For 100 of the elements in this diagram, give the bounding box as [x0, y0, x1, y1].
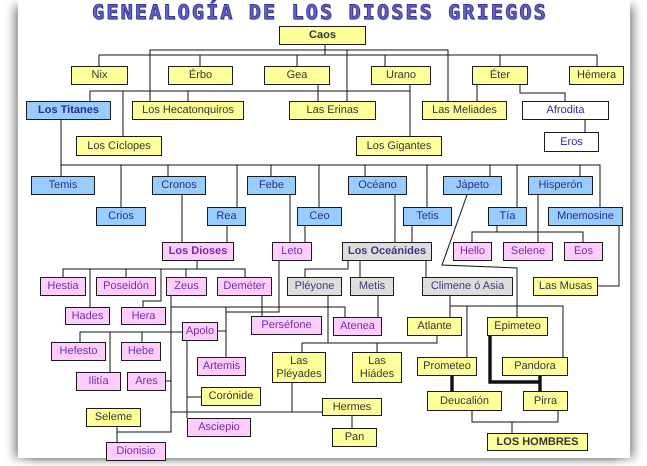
family-line: [466, 306, 468, 358]
family-line: [122, 90, 188, 92]
family-line: [62, 268, 90, 278]
deity-box: Los Gigantes: [356, 136, 442, 156]
family-line: [318, 164, 366, 166]
deity-box: Urano: [371, 66, 431, 85]
deity-box: Climene ó Asia: [422, 277, 513, 296]
family-line: [476, 84, 478, 102]
family-line: [186, 268, 198, 270]
family-line: [512, 410, 558, 422]
family-line: [226, 306, 262, 308]
deity-box: Metis: [350, 277, 394, 296]
family-line: [384, 54, 386, 66]
family-line: [346, 50, 348, 102]
family-line: [150, 50, 326, 102]
deity-box: Pandora: [502, 357, 568, 376]
deity-box: Afrodita: [522, 101, 609, 120]
family-line: [500, 54, 598, 66]
deity-box: Febe: [247, 176, 296, 195]
deity-box: Las Erinas: [289, 101, 376, 120]
family-line: [324, 50, 326, 56]
deity-box: Rea: [207, 207, 246, 226]
family-line: [80, 332, 110, 342]
deity-box: Los Dioses: [162, 242, 234, 261]
thick-family-line: [450, 376, 454, 391]
family-line: [236, 164, 272, 166]
family-line: [296, 54, 326, 56]
deity-box: Leto: [272, 242, 312, 261]
deity-box: Las Hiádes: [352, 352, 402, 383]
family-line: [376, 336, 438, 344]
family-line: [262, 306, 346, 318]
family-line: [120, 164, 122, 208]
deity-box: Hémera: [569, 66, 624, 85]
family-line: [296, 54, 298, 66]
deity-box: Asciepio: [187, 418, 251, 437]
deity-box: Hermes: [322, 398, 382, 416]
family-line: [170, 306, 226, 308]
deity-box: Las Pléyades: [272, 352, 326, 383]
family-line: [60, 164, 122, 166]
deity-box: Dionisio: [106, 442, 166, 461]
family-line: [516, 306, 564, 358]
family-line: [160, 268, 186, 270]
family-line: [218, 330, 226, 332]
family-line: [324, 54, 386, 56]
deity-box: Corónide: [201, 387, 261, 406]
deity-box: Tía: [488, 207, 527, 226]
family-line: [580, 164, 600, 208]
family-line: [90, 268, 126, 270]
family-line: [364, 164, 428, 166]
thick-family-line: [488, 336, 540, 384]
deity-box: Las Meliades: [422, 101, 507, 120]
deity-box: Mnemosine: [548, 207, 623, 226]
family-line: [116, 412, 172, 432]
deity-box: Seleme: [86, 408, 141, 427]
family-line: [496, 226, 498, 232]
family-line: [60, 120, 62, 166]
family-line: [376, 342, 378, 352]
deity-box: Atlante: [407, 317, 462, 336]
family-line: [304, 226, 306, 242]
family-line: [364, 164, 366, 176]
deity-box: Prometeo: [417, 357, 477, 376]
family-line: [472, 232, 498, 242]
family-line: [170, 332, 172, 382]
deity-box: Deucalión: [427, 391, 502, 411]
deity-box: Hera: [121, 307, 166, 325]
deity-box: Hisperón: [528, 176, 593, 195]
deity-box: Hefesto: [51, 342, 106, 361]
family-line: [516, 306, 518, 318]
family-line: [426, 164, 428, 208]
deity-box: Tetis: [403, 207, 452, 226]
deity-box: Nix: [71, 66, 128, 85]
family-line: [516, 164, 518, 208]
family-line: [116, 426, 118, 432]
family-line: [346, 50, 448, 102]
family-line: [120, 164, 168, 166]
family-line: [116, 432, 118, 442]
family-line: [186, 340, 188, 398]
family-line: [441, 194, 518, 306]
deity-box: Hebe: [121, 342, 161, 361]
family-line: [186, 396, 188, 418]
deity-box: Océano: [348, 176, 407, 195]
family-line: [270, 164, 320, 166]
deity-box: Poseidón: [96, 277, 156, 296]
deity-box: Epimeteo: [487, 317, 548, 336]
deity-box: Deméter: [217, 277, 272, 296]
family-line: [394, 194, 396, 242]
family-line: [186, 396, 202, 398]
family-line: [226, 260, 280, 312]
deity-box: Las Musas: [533, 277, 598, 296]
family-line: [318, 90, 410, 92]
family-line: [170, 380, 172, 412]
deity-box: LOS HOMBRES: [487, 433, 588, 451]
deity-box: Los Oceánides: [342, 242, 432, 261]
family-line: [324, 44, 326, 50]
family-line: [490, 164, 518, 166]
family-line: [426, 164, 490, 166]
deity-box: Atenea: [333, 317, 382, 336]
deity-box: Gea: [264, 66, 330, 85]
deity-box: Crios: [96, 207, 146, 226]
deity-box: Cronos: [152, 176, 206, 195]
